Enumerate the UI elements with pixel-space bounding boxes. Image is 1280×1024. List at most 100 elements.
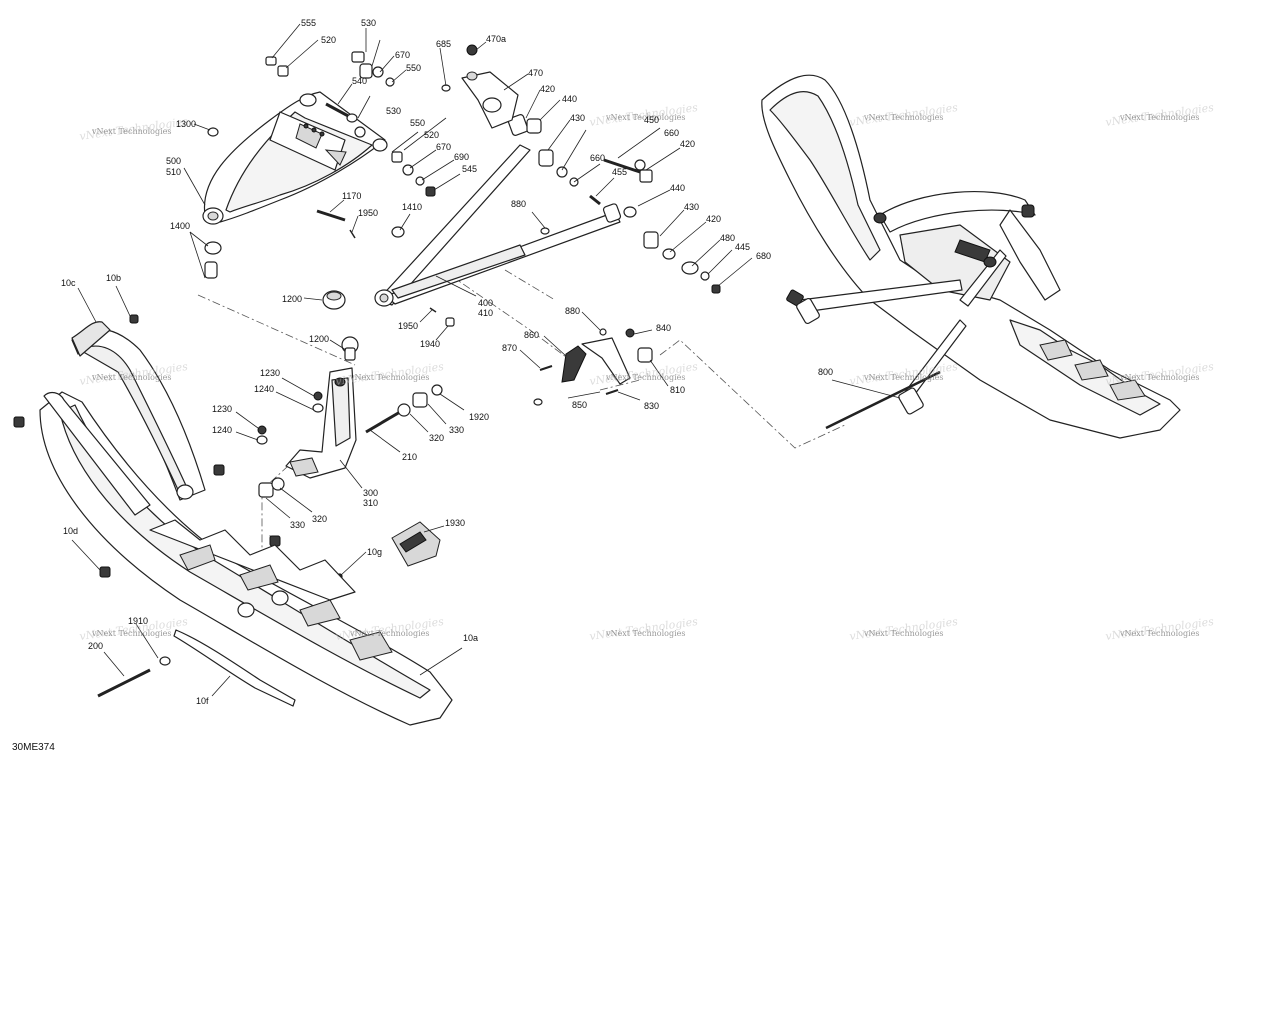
callout: 690: [454, 152, 469, 162]
callout: 300: [363, 488, 378, 498]
callout: 1300: [176, 119, 196, 129]
callout: 10g: [367, 547, 382, 557]
svg-text:vNext Technologies: vNext Technologies: [91, 373, 171, 382]
callout: 10f: [196, 696, 209, 706]
callout: 1240: [212, 425, 232, 435]
callout: 420: [680, 139, 695, 149]
callout: 455: [612, 167, 627, 177]
callout: 830: [644, 401, 659, 411]
callout: 550: [410, 118, 425, 128]
svg-text:vNext Technologies: vNext Technologies: [91, 629, 171, 638]
callout: 10c: [61, 278, 76, 288]
callout: 880: [565, 306, 580, 316]
callout: 500: [166, 156, 181, 166]
svg-text:vNext Technologies: vNext Technologies: [91, 127, 171, 136]
callout: 1910: [128, 616, 148, 626]
callout: 670: [436, 142, 451, 152]
callout: 840: [656, 323, 671, 333]
callout: 510: [166, 167, 181, 177]
spindle-bracket: [441, 44, 519, 129]
callout: 410: [478, 308, 493, 318]
callout: 530: [361, 18, 376, 28]
callout: 660: [664, 128, 679, 138]
callout: 1930: [445, 518, 465, 528]
leader-lines: [71, 23, 901, 697]
callout: 1410: [402, 202, 422, 212]
assembly-centerlines: [197, 269, 846, 600]
callout: 555: [301, 18, 316, 28]
callout: 850: [572, 400, 587, 410]
callout: 420: [540, 84, 555, 94]
callout: 420: [706, 214, 721, 224]
svg-text:vNext Technologies: vNext Technologies: [605, 629, 685, 638]
callout: 310: [363, 498, 378, 508]
callout: 400: [478, 298, 493, 308]
callout: 550: [406, 63, 421, 73]
callout: 1230: [212, 404, 232, 414]
callout: 880: [511, 199, 526, 209]
svg-text:vNext Technologies: vNext Technologies: [349, 629, 429, 638]
callout: 810: [670, 385, 685, 395]
callout: 860: [524, 330, 539, 340]
callout: 10d: [63, 526, 78, 536]
callout: 685: [436, 39, 451, 49]
callout: 330: [449, 425, 464, 435]
callout: 10b: [106, 273, 121, 283]
svg-text:vNext Technologies: vNext Technologies: [1119, 373, 1199, 382]
callout: 470: [528, 68, 543, 78]
callout: 1230: [260, 368, 280, 378]
callout: 210: [402, 452, 417, 462]
upper-a-arm: [202, 91, 388, 225]
ski-runner: [173, 629, 296, 707]
callout: 1240: [254, 384, 274, 394]
callout: 440: [670, 183, 685, 193]
callout: 450: [644, 115, 659, 125]
svg-text:vNext Technologies: vNext Technologies: [863, 113, 943, 122]
callout: 670: [395, 50, 410, 60]
callout: 520: [424, 130, 439, 140]
callout: 430: [570, 113, 585, 123]
callout: 330: [290, 520, 305, 530]
callout: 1950: [398, 321, 418, 331]
callout: 545: [462, 164, 477, 174]
callout: 520: [321, 35, 336, 45]
callout: 445: [735, 242, 750, 252]
callout: 320: [429, 433, 444, 443]
callout: 1170: [342, 191, 361, 201]
svg-text:vNext Technologies: vNext Technologies: [605, 373, 685, 382]
callout: 320: [312, 514, 327, 524]
svg-text:vNext Technologies: vNext Technologies: [863, 629, 943, 638]
callout: 870: [502, 343, 517, 353]
ski-left: [39, 321, 453, 726]
callout: 1920: [469, 412, 489, 422]
svg-text:vNext Technologies: vNext Technologies: [349, 373, 429, 382]
lower-a-arm: [374, 114, 622, 307]
callout: 10a: [463, 633, 478, 643]
callout: 680: [756, 251, 771, 261]
svg-text:vNext Technologies: vNext Technologies: [863, 373, 943, 382]
callout: 800: [818, 367, 833, 377]
callout: 480: [720, 233, 735, 243]
callout: 1940: [420, 339, 440, 349]
ski-leg: [285, 367, 357, 479]
callout: 1200: [282, 294, 302, 304]
ski-assembled-right: [761, 74, 1181, 439]
callout: 1950: [358, 208, 378, 218]
callout: 530: [386, 106, 401, 116]
callout: 430: [684, 202, 699, 212]
bumper-pad: [391, 521, 441, 567]
hardware-parts: [13, 51, 721, 698]
svg-text:vNext Technologies: vNext Technologies: [1119, 113, 1199, 122]
callout: 660: [590, 153, 605, 163]
link-bracket: [561, 337, 631, 385]
callout-labels: 555 530 520 670 550 685 470a 470 540 420…: [61, 18, 833, 706]
svg-text:vNext Technologies: vNext Technologies: [605, 113, 685, 122]
callout: 1400: [170, 221, 190, 231]
callout: 200: [88, 641, 103, 651]
callout: 440: [562, 94, 577, 104]
callout: 1200: [309, 334, 329, 344]
callout: 470a: [486, 34, 506, 44]
svg-text:vNext Technologies: vNext Technologies: [1119, 629, 1199, 638]
callout: 540: [352, 76, 367, 86]
